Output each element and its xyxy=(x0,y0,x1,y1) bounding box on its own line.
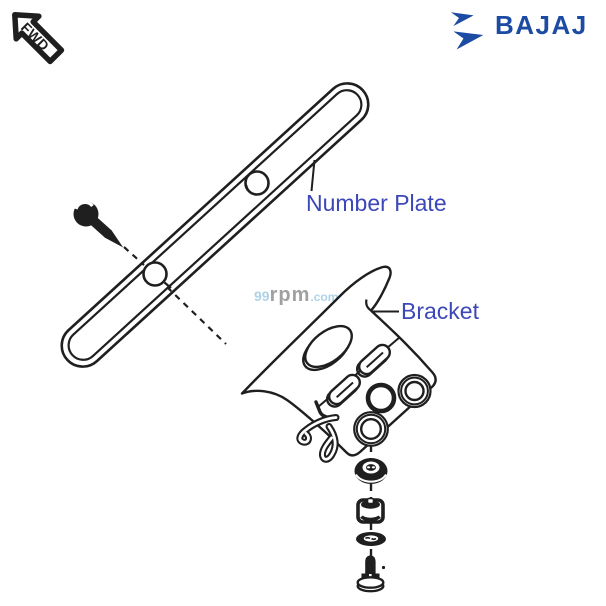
watermark-num: 99 xyxy=(254,288,270,304)
bracket-bottom-ring-hole xyxy=(353,411,389,447)
fastener-stack xyxy=(354,445,388,593)
bajaj-chevron-bottom xyxy=(453,31,484,50)
bajaj-wordmark: BAJAJ xyxy=(495,10,588,40)
number-plate-inner-edge xyxy=(67,89,363,361)
bracket-thick-ring-hole xyxy=(365,382,397,414)
plate-hole-upper-shading xyxy=(245,184,258,196)
screw-shaft xyxy=(90,217,124,248)
bracket-oval-hole xyxy=(304,324,353,369)
bracket-label[interactable]: Bracket xyxy=(401,298,479,324)
screw-head xyxy=(73,201,99,227)
wire-clip-drawing xyxy=(296,400,340,463)
bracket-right-ring-hole xyxy=(397,373,432,409)
bracket-horn-curl xyxy=(365,299,372,312)
fwd-direction-icon: FWD xyxy=(12,12,65,65)
plate-hole-lower-tick xyxy=(163,281,172,289)
number-plate-label[interactable]: Number Plate xyxy=(306,190,447,216)
screw-head-slot xyxy=(74,200,94,210)
watermark-com: .com xyxy=(310,290,339,304)
washer-drawing xyxy=(356,532,386,546)
number-plate-leader-line xyxy=(310,159,316,192)
bracket-outline xyxy=(240,265,437,457)
bajaj-chevron-top xyxy=(450,12,474,27)
plate-hole-lower xyxy=(142,261,168,287)
bajaj-logo: BAJAJ xyxy=(448,7,600,51)
bolt-drawing xyxy=(356,555,386,593)
screw-axis-dashed-line xyxy=(123,246,227,345)
bracket-slot-b xyxy=(327,373,362,406)
watermark-rpm: rpm xyxy=(269,284,311,306)
spacer-drawing xyxy=(356,497,385,524)
number-plate-drawing xyxy=(60,82,370,368)
bracket-slot-a xyxy=(357,343,392,376)
grommet-drawing xyxy=(354,458,388,484)
screw-drawing xyxy=(73,200,124,248)
fwd-arrow-shape xyxy=(12,12,65,65)
bajaj-logo-icon xyxy=(450,12,484,50)
bracket-drawing xyxy=(240,265,437,457)
